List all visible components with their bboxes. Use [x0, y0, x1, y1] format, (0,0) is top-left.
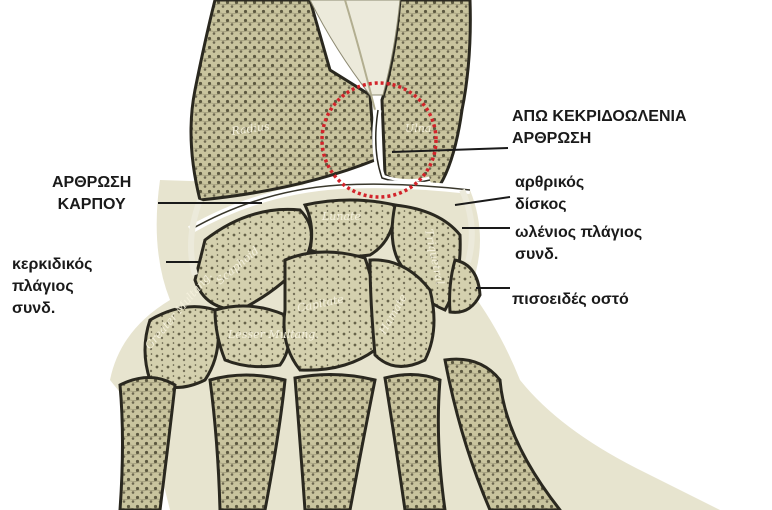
label-dru-line2: ΑΡΘΡΩΣΗ	[512, 128, 687, 150]
label-radial-collateral-line1: κερκιδικός	[12, 254, 92, 276]
label-wrist-joint-line2: ΚΑΡΠΟΥ	[52, 194, 131, 216]
label-pisiform-bone: πισοειδές οστό	[512, 289, 629, 311]
trapezoid-label: Lesser Multang.	[227, 328, 319, 341]
label-dru-line1: ΑΠΩ ΚΕΚΡΙΔΟΩΛΕΝΙΑ	[512, 106, 687, 128]
label-wrist-joint: ΑΡΘΡΩΣΗ ΚΑΡΠΟΥ	[52, 172, 131, 216]
label-articular-disc-line1: αρθρικός	[515, 172, 584, 194]
label-articular-disc-line2: δίσκος	[515, 194, 584, 216]
label-ulnar-collateral-ligament: ωλένιος πλάγιος συνδ.	[515, 222, 642, 266]
label-ulnar-collateral-line1: ωλένιος πλάγιος	[515, 222, 642, 244]
label-radial-collateral-line2: πλάγιος	[12, 276, 92, 298]
lunate-label: Lunate	[321, 210, 361, 223]
label-wrist-joint-line1: ΑΡΘΡΩΣΗ	[52, 172, 131, 194]
label-distal-radioulnar-joint: ΑΠΩ ΚΕΚΡΙΔΟΩΛΕΝΙΑ ΑΡΘΡΩΣΗ	[512, 106, 687, 150]
label-radial-collateral-ligament: κερκιδικός πλάγιος συνδ.	[12, 254, 92, 320]
label-ulnar-collateral-line2: συνδ.	[515, 244, 642, 266]
label-articular-disc: αρθρικός δίσκος	[515, 172, 584, 216]
ulna-label: Ulna	[405, 122, 431, 135]
label-radial-collateral-line3: συνδ.	[12, 298, 92, 320]
